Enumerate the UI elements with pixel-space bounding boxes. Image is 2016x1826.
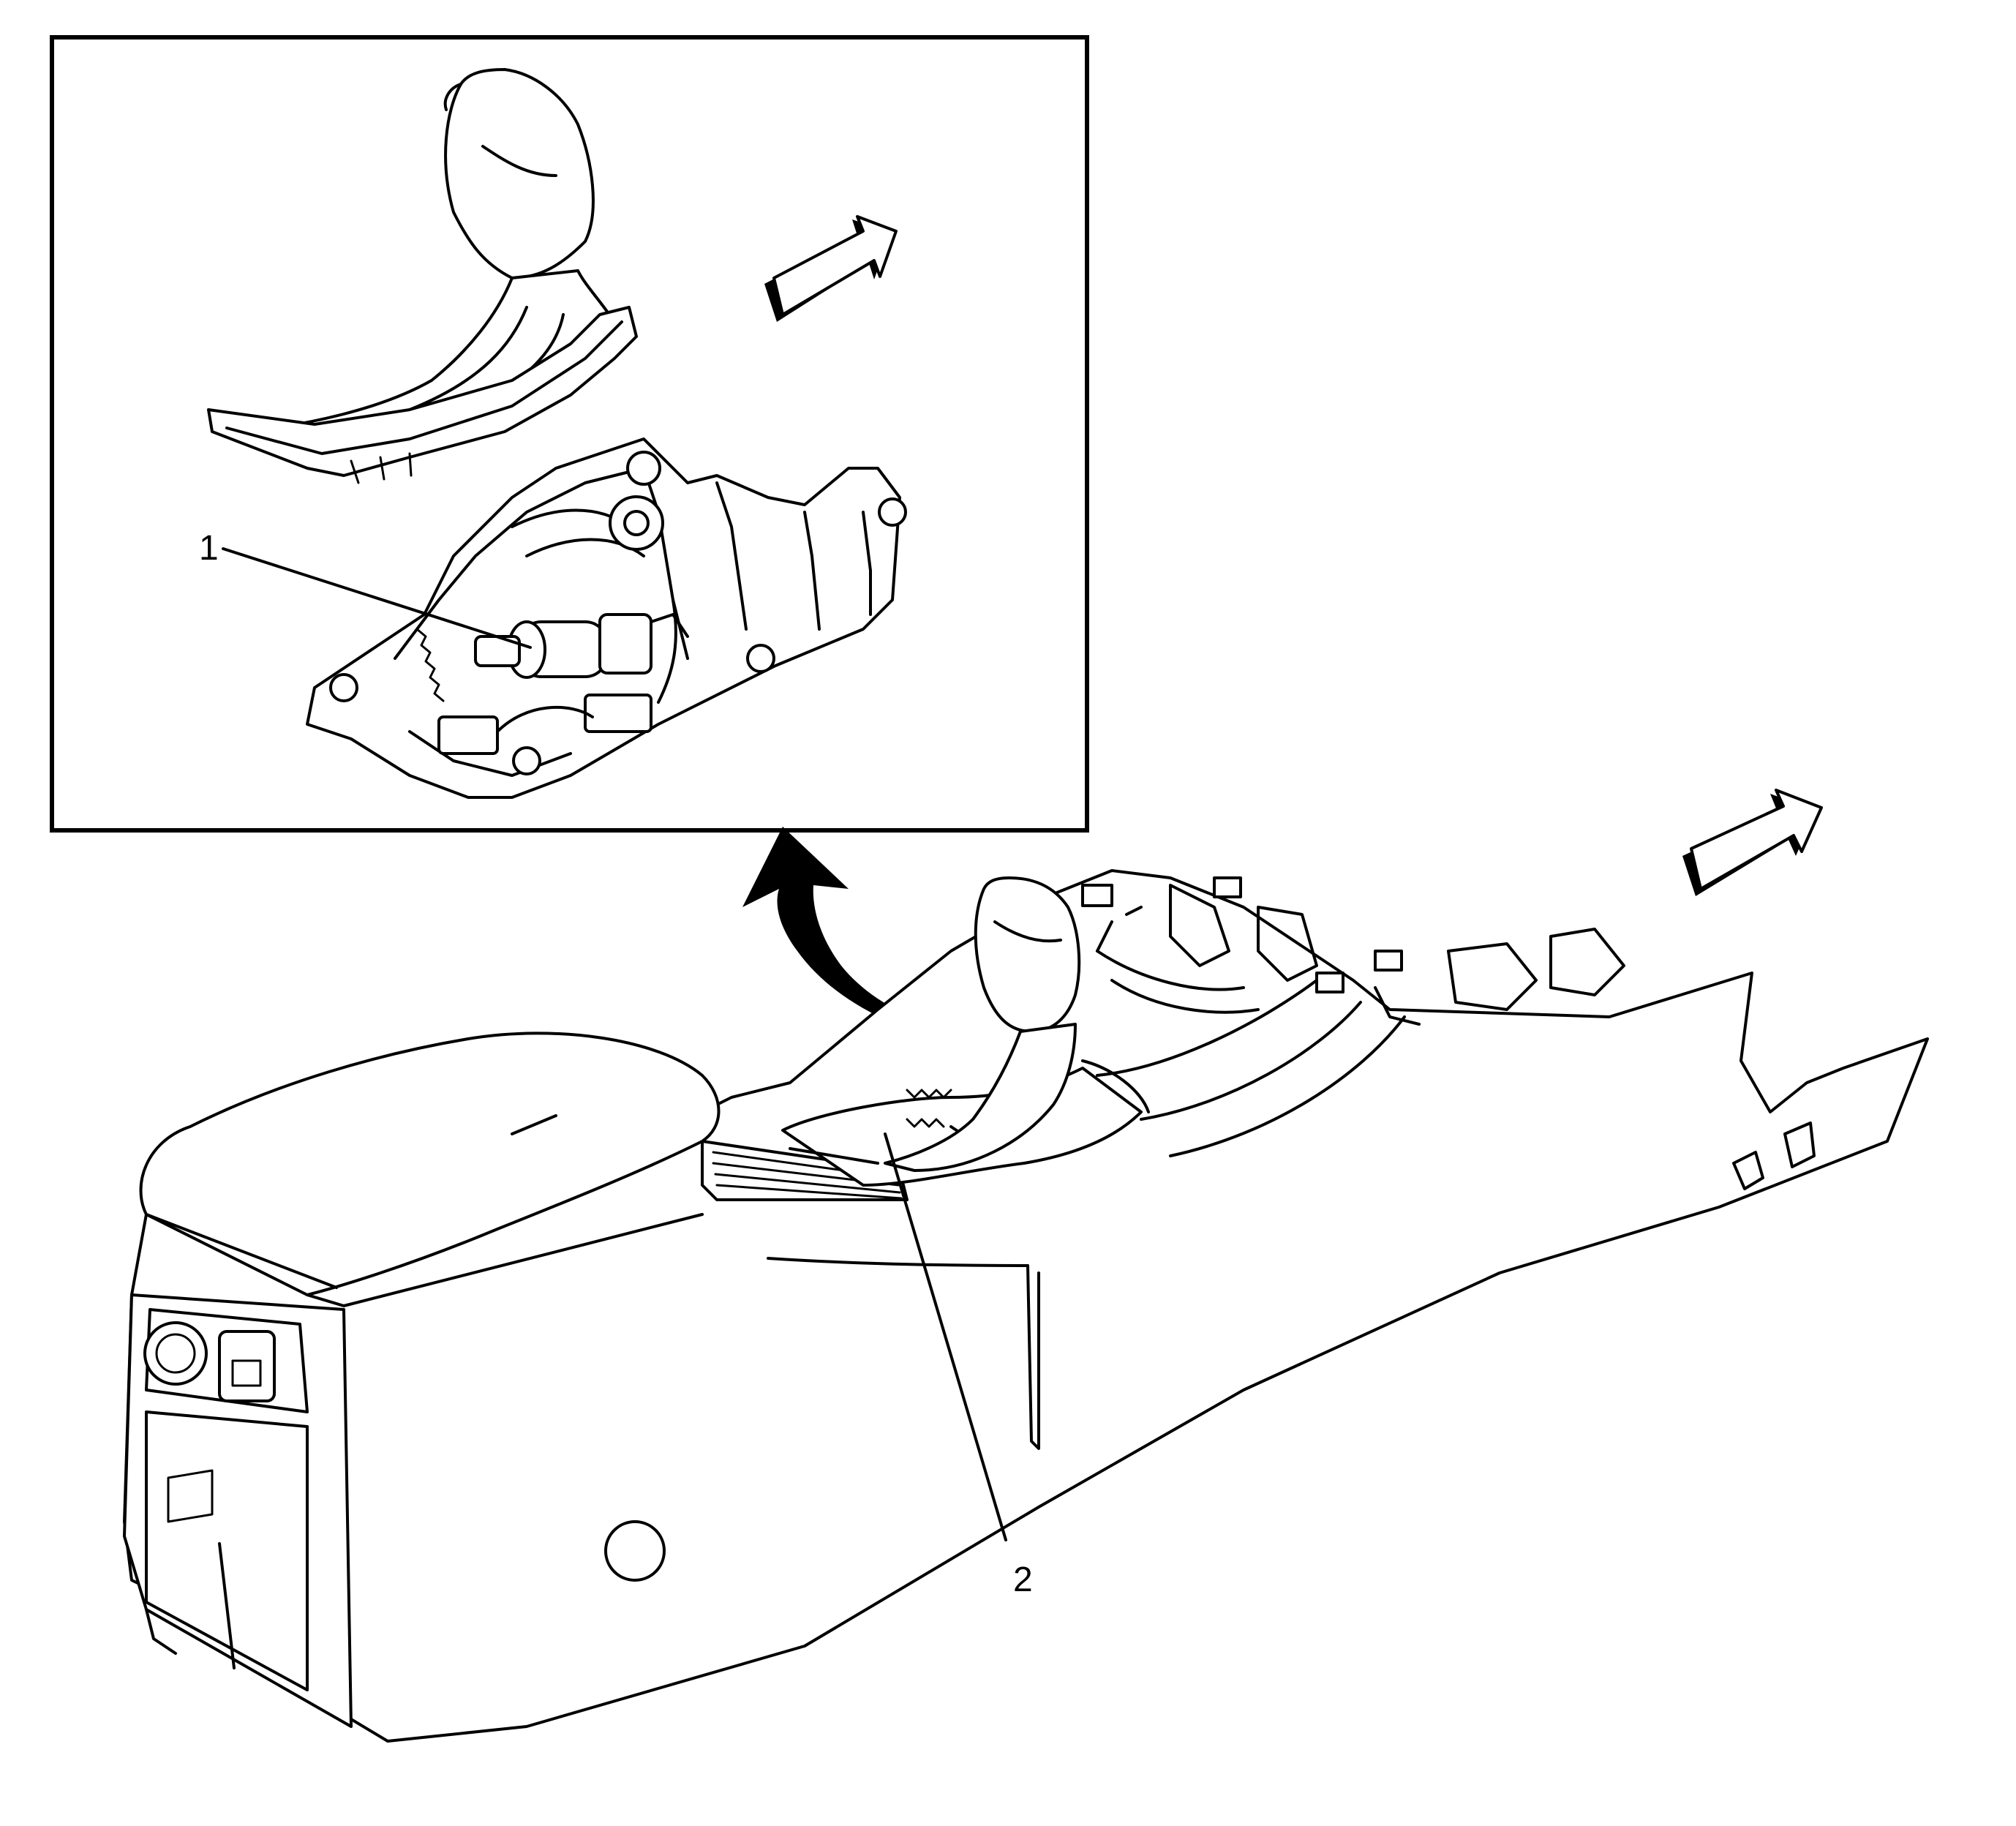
callout-2: 2: [884, 1132, 1033, 1599]
inset-shifter-assembly: [306, 437, 907, 799]
rear-panel: [123, 1293, 353, 1728]
forward-direction-arrow-icon: [764, 215, 898, 322]
detail-view-curved-arrow-icon: [742, 827, 988, 1046]
forward-direction-arrow-main-icon: [1682, 789, 1823, 896]
access-plug: [604, 1520, 666, 1582]
armrest-lid: [139, 1032, 721, 1307]
callout-1-label: 1: [199, 529, 219, 568]
side-switch-icon: [1732, 1151, 1764, 1190]
inset-trim-plate: [207, 306, 638, 484]
power-outlet-icon: [143, 1321, 208, 1386]
console-body: [123, 869, 1929, 1743]
usb-port-icon: [218, 1330, 276, 1402]
inset-detail-view: 1: [50, 35, 1089, 833]
main-shifter: [781, 876, 1150, 1187]
shift-lock-solenoid: [474, 613, 689, 679]
callout-2-label: 2: [1013, 1560, 1033, 1599]
console-front-section: [1081, 876, 1816, 1190]
main-console-view: 2: [123, 789, 1929, 1743]
callout-1: 1: [199, 529, 532, 649]
